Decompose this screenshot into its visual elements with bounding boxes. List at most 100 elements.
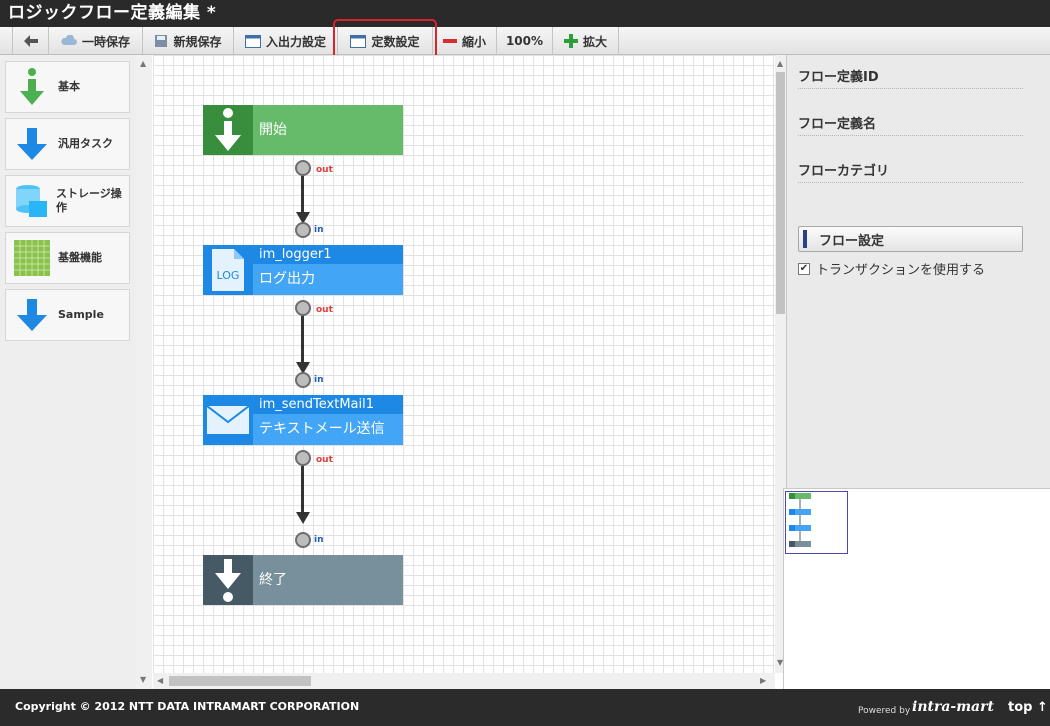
- flow-name-label: フロー定義名: [798, 113, 1023, 136]
- arrow-down-white-icon: [203, 105, 253, 155]
- copyright-text: Copyright © 2012 NTT DATA INTRAMART CORP…: [15, 700, 360, 713]
- arrow-down-blue-icon: [12, 295, 52, 335]
- port-out[interactable]: [295, 450, 311, 466]
- powered-by-text: Powered by: [858, 706, 911, 716]
- overview-viewport[interactable]: [785, 491, 848, 554]
- node-title: 開始: [259, 122, 287, 138]
- const-settings-button[interactable]: 定数設定: [338, 27, 433, 55]
- palette-item-platform[interactable]: 基盤機能: [5, 232, 130, 284]
- window-icon: [244, 34, 261, 48]
- scroll-left-icon[interactable]: ◀: [157, 676, 164, 685]
- overview-minimap[interactable]: [783, 488, 1050, 689]
- port-out[interactable]: [295, 160, 311, 176]
- flow-node-start[interactable]: 開始: [203, 105, 403, 155]
- palette-item-general-task[interactable]: 汎用タスク: [5, 118, 130, 170]
- flow-node-end[interactable]: 終了: [203, 555, 403, 605]
- port-in[interactable]: [295, 372, 311, 388]
- palette-item-label: 基本: [58, 80, 80, 93]
- use-transaction-label: トランザクションを使用する: [816, 263, 986, 278]
- save-disk-icon: [155, 35, 168, 47]
- window-icon: [350, 34, 367, 48]
- scroll-up-icon[interactable]: ▲: [140, 59, 147, 68]
- arrow-down-green-icon: [12, 67, 52, 107]
- port-out[interactable]: [295, 300, 311, 316]
- flow-canvas[interactable]: 開始 out in LOG im_logger1 ログ出力 out in im_…: [153, 55, 775, 673]
- scroll-up-icon[interactable]: ▲: [777, 59, 784, 68]
- intra-mart-logo: intra-mart: [912, 699, 994, 715]
- node-name: im_sendTextMail1: [253, 395, 403, 414]
- scroll-down-icon[interactable]: ▼: [140, 675, 147, 684]
- palette-item-label: ストレージ操作: [56, 187, 122, 214]
- zoom-out-label: 縮小: [461, 34, 486, 49]
- palette-item-basic[interactable]: 基本: [5, 61, 130, 113]
- edge-arrow: [296, 362, 310, 374]
- palette-item-storage[interactable]: ストレージ操作: [5, 175, 130, 227]
- port-out-label: out: [316, 165, 333, 175]
- io-settings-label: 入出力設定: [265, 34, 326, 49]
- flow-settings-button[interactable]: フロー設定: [798, 226, 1023, 252]
- vscroll-thumb[interactable]: [776, 72, 785, 314]
- zoom-level-button[interactable]: 100%: [497, 27, 553, 55]
- edge-line[interactable]: [301, 466, 304, 512]
- node-title: 終了: [259, 572, 287, 588]
- zoom-in-label: 拡大: [582, 34, 607, 49]
- flow-node-sendmail[interactable]: im_sendTextMail1 テキストメール送信: [203, 395, 403, 445]
- edge-line[interactable]: [301, 176, 304, 212]
- envelope-icon: [203, 395, 253, 445]
- palette-item-label: 基盤機能: [58, 251, 102, 264]
- overview-thumbnail: [789, 493, 811, 547]
- canvas-hscrollbar[interactable]: ◀ ▶: [153, 673, 775, 689]
- palette-item-sample[interactable]: Sample: [5, 289, 130, 341]
- accent-bar: [803, 230, 807, 248]
- flow-id-label: フロー定義ID: [798, 66, 1023, 89]
- node-title: テキストメール送信: [259, 421, 385, 437]
- window-title: ロジックフロー定義編集 *: [0, 0, 1050, 27]
- palette-scrollbar[interactable]: ▲ ▼: [136, 55, 152, 689]
- port-out-label: out: [316, 305, 333, 315]
- node-title: ログ出力: [259, 271, 315, 287]
- temp-save-button[interactable]: 一時保存: [49, 27, 143, 55]
- save-cloud-icon: [61, 35, 77, 45]
- log-icon-text: LOG: [217, 269, 240, 282]
- arrow-down-blue-icon: [12, 124, 52, 164]
- edge-arrow: [296, 512, 310, 524]
- port-in[interactable]: [295, 532, 311, 548]
- node-name: im_logger1: [253, 245, 403, 264]
- flow-node-logger[interactable]: LOG im_logger1 ログ出力: [203, 245, 403, 295]
- zoom-out-button[interactable]: 縮小: [433, 27, 497, 55]
- temp-save-label: 一時保存: [81, 34, 130, 49]
- new-save-label: 新規保存: [173, 34, 222, 49]
- palette-item-label: 汎用タスク: [58, 137, 113, 150]
- flow-category-label: フローカテゴリ: [798, 160, 1023, 183]
- port-in-label: in: [314, 225, 324, 235]
- edge-arrow: [296, 212, 310, 224]
- const-settings-label: 定数設定: [371, 34, 420, 49]
- log-file-icon: LOG: [203, 245, 253, 295]
- footer: Copyright © 2012 NTT DATA INTRAMART CORP…: [0, 689, 1050, 726]
- port-in-label: in: [314, 375, 324, 385]
- scroll-down-icon[interactable]: ▼: [777, 658, 784, 667]
- canvas-vscrollbar[interactable]: ▲ ▼: [775, 55, 786, 673]
- use-transaction-checkbox[interactable]: ✔ トランザクションを使用する: [798, 259, 985, 278]
- properties-panel: フロー定義ID フロー定義名 フローカテゴリ フロー設定 ✔ トランザクションを…: [786, 55, 1050, 488]
- top-link[interactable]: top ↑: [1008, 700, 1048, 715]
- edge-line[interactable]: [301, 316, 304, 362]
- zoom-level-label: 100%: [505, 34, 544, 48]
- minus-icon: [442, 39, 457, 43]
- checkbox-box[interactable]: ✔: [798, 262, 810, 275]
- flow-settings-label: フロー設定: [819, 233, 885, 249]
- new-save-button[interactable]: 新規保存: [143, 27, 234, 55]
- scroll-right-icon[interactable]: ▶: [760, 676, 767, 685]
- zoom-in-button[interactable]: 拡大: [553, 27, 619, 55]
- port-out-label: out: [316, 455, 333, 465]
- io-settings-button[interactable]: 入出力設定: [234, 27, 338, 55]
- palette-item-label: Sample: [58, 308, 104, 321]
- plus-icon: [563, 34, 578, 48]
- hscroll-thumb[interactable]: [169, 676, 311, 686]
- arrow-left-icon: [23, 35, 38, 47]
- back-button[interactable]: [12, 27, 49, 55]
- port-in[interactable]: [295, 222, 311, 238]
- arrow-down-white-icon: [203, 555, 253, 605]
- toolbar: 一時保存 新規保存 入出力設定 定数設定 縮小 100% 拡大: [0, 27, 1050, 55]
- grid-green-icon: [12, 238, 52, 278]
